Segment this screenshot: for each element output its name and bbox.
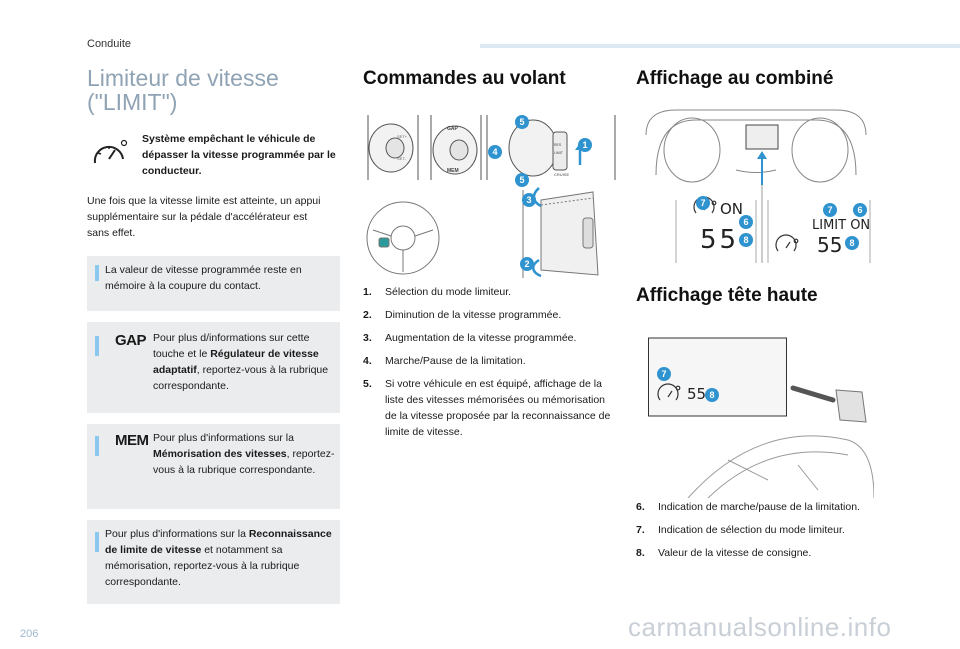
cluster-speed-value: 55 [700, 225, 740, 255]
header-bar [480, 44, 960, 48]
section-title-controls: Commandes au volant [363, 68, 566, 89]
callout-badge: 4 [488, 145, 502, 159]
callout-badge: 8 [845, 236, 859, 250]
cluster-speed-value: 55 [817, 233, 843, 257]
list-item: 5.Si votre véhicule en est équipé, affic… [363, 378, 611, 438]
callout-badge: 7 [657, 367, 671, 381]
section-label: Conduite [87, 38, 132, 50]
page-number: 206 [20, 628, 39, 640]
mem-key-label: MEM [115, 432, 149, 449]
callout-badge: 7 [696, 196, 710, 210]
note-mem: MEM Pour plus d'informations sur la Mémo… [87, 424, 340, 509]
callout-badge: 2 [520, 257, 534, 271]
list-item: 1.Sélection du mode limiteur. [363, 286, 512, 298]
list-item: 2.Diminution de la vitesse programmée. [363, 309, 562, 321]
gap-key-label: GAP [115, 332, 147, 349]
cluster-status-on: ON [720, 200, 744, 218]
head-up-display-illustration [648, 337, 874, 498]
stalk-label: LIMIT [554, 151, 564, 155]
section-title-cluster: Affichage au combiné [636, 68, 834, 89]
section-title-hud: Affichage tête haute [636, 285, 818, 306]
intro-paragraph: Une fois que la vitesse limite est attei… [87, 195, 321, 239]
steering-controls-illustration: SET+ SET- GAP MEM MEM RES LIMIT CRUISE [366, 115, 616, 278]
intro-text: Système empêchant le véhicule de dépasse… [142, 133, 336, 177]
note-text: Pour plus d'informations sur la Reconnai… [105, 528, 332, 588]
callout-badge: 8 [705, 388, 719, 402]
stalk-label: SET- [397, 156, 407, 161]
controls-list: 1.Sélection du mode limiteur. 2.Diminuti… [363, 284, 619, 440]
list-item: 4.Marche/Pause de la limitation. [363, 355, 526, 367]
stalk-label: CRUISE [554, 172, 569, 177]
note-text: Pour plus d'informations sur la Mémorisa… [153, 432, 335, 476]
callout-badge: 8 [739, 233, 753, 247]
callout-badge: 7 [823, 203, 837, 217]
watermark: carmanualsonline.info [628, 612, 892, 642]
cluster-status-limit-on: LIMIT ON [812, 218, 871, 233]
note-text: Pour plus d/informations sur cette touch… [153, 332, 329, 392]
note-gap: GAP Pour plus d/informations sur cette t… [87, 322, 340, 413]
callout-badge: 5 [515, 173, 529, 187]
callout-badge: 5 [515, 115, 529, 129]
stalk-label: GAP [447, 126, 459, 132]
stalk-label: RES [554, 143, 562, 147]
cluster-illustration [645, 109, 871, 263]
note-memory: La valeur de vitesse programmée reste en… [87, 256, 340, 311]
note-text: La valeur de vitesse programmée reste en… [105, 264, 302, 292]
display-list: 6.Indication de marche/pause de la limit… [636, 499, 866, 561]
list-item: 3.Augmentation de la vitesse programmée. [363, 332, 577, 344]
callout-badge: 3 [522, 193, 536, 207]
callout-badge: 6 [853, 203, 867, 217]
hud-speed-value: 55 [687, 385, 707, 403]
stalk-label: MEM [447, 168, 459, 174]
list-item: 8.Valeur de la vitesse de consigne. [636, 547, 812, 559]
callout-badge: 6 [739, 215, 753, 229]
stalk-label: SET+ [397, 134, 408, 139]
note-speed-recognition: Pour plus d'informations sur la Reconnai… [87, 520, 340, 604]
speed-limiter-icon [93, 139, 128, 164]
list-item: 6.Indication de marche/pause de la limit… [636, 501, 860, 513]
callout-badge: 1 [578, 138, 592, 152]
list-item: 7.Indication de sélection du mode limite… [636, 524, 845, 536]
page-title: Limiteur de vitesse ("LIMIT") [87, 65, 279, 115]
